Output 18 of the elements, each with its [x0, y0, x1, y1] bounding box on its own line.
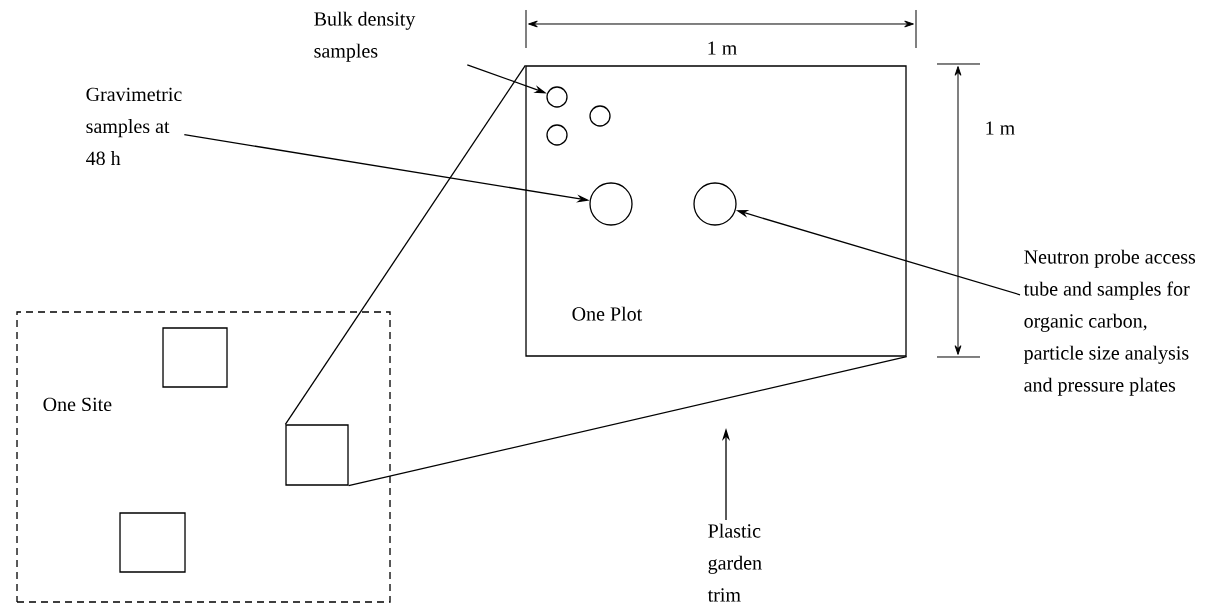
- plot-boundary: One Plot: [525, 65, 907, 357]
- dimension-label: 1 m: [708, 41, 737, 55]
- plot-square: [285, 424, 349, 486]
- zoom-line: [348, 356, 908, 487]
- dimension-label: 1 m: [986, 121, 1015, 135]
- plot-square: [119, 512, 186, 573]
- sample-circle: [546, 124, 568, 146]
- site-boundary: One Site: [16, 311, 391, 603]
- sample-circle: [546, 86, 568, 108]
- callout-text: Neutron probe access tube and samples for organic carbon, particle size analysis and pressure plates: [1023, 249, 1196, 396]
- callout-text: Gravimetric samples at 48 h: [86, 87, 182, 166]
- callout-text: Plastic garden trim: [707, 523, 762, 602]
- zoom-line: [284, 64, 526, 425]
- sample-circle: [693, 182, 737, 226]
- plot-square: [162, 327, 228, 388]
- sample-circle: [589, 105, 611, 127]
- callout-text: Bulk density samples: [314, 11, 416, 62]
- sample-circle: [589, 182, 633, 226]
